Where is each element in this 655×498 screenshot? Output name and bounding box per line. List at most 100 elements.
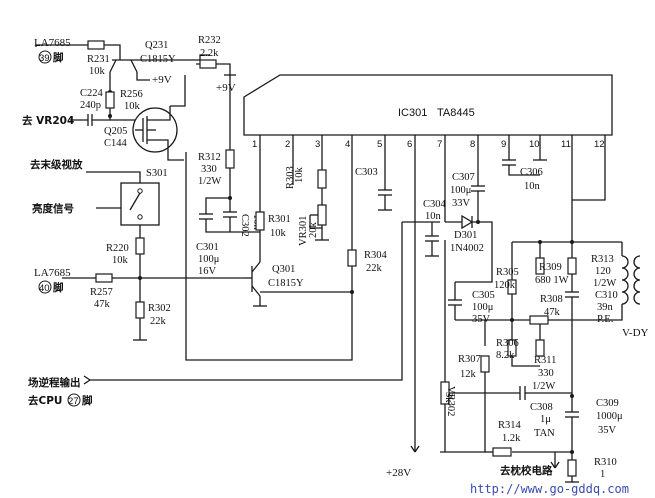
- r305-label: R305: [496, 267, 519, 278]
- r302-label: R302: [148, 303, 171, 314]
- r257: [95, 273, 113, 283]
- ic301-part: TA8445: [437, 107, 475, 119]
- r313: [567, 257, 577, 275]
- c303-label: C303: [355, 167, 378, 178]
- r303-value: 10k: [294, 167, 305, 184]
- la7685-pin39-label: LA7685 39 脚: [34, 37, 71, 64]
- to-pincushion-label: 去枕校电路: [500, 464, 553, 477]
- pin-8: 8: [470, 139, 475, 150]
- pin-2: 2: [285, 139, 290, 150]
- svg-text:脚: 脚: [53, 51, 64, 64]
- svg-text:C1815Y: C1815Y: [268, 278, 304, 289]
- vr301-label: VR301: [298, 216, 309, 246]
- c224-label: C224: [80, 88, 104, 99]
- d301-value: 1N4002: [450, 243, 484, 254]
- flyback-output-label: 场逆程输出: [28, 376, 81, 389]
- r220-value: 10k: [112, 255, 129, 266]
- c309-value: 1000μ: [596, 411, 623, 422]
- r256: [105, 91, 115, 109]
- c308-type: TAN: [534, 428, 555, 439]
- r308-value: 47k: [544, 307, 561, 318]
- r303: [317, 169, 327, 189]
- svg-text:27: 27: [68, 396, 79, 407]
- r314: [492, 447, 512, 457]
- r304-label: R304: [364, 250, 388, 261]
- svg-text:39: 39: [39, 53, 50, 64]
- vr301-value: 20k: [308, 222, 319, 239]
- c309-label: C309: [596, 398, 619, 409]
- r313-label: R313: [591, 254, 614, 265]
- r307: [480, 355, 490, 373]
- rail-9v-a: +9V: [152, 74, 172, 86]
- c308-value: 1μ: [540, 414, 551, 425]
- r314-label: R314: [498, 420, 522, 431]
- r220-label: R220: [106, 243, 129, 254]
- pin-5: 5: [377, 139, 382, 150]
- pin-11: 11: [561, 139, 571, 150]
- r309-value: 680 1W: [535, 275, 569, 286]
- r257-label: R257: [90, 287, 113, 298]
- d301-label: D301: [454, 230, 477, 241]
- r311: [535, 339, 545, 357]
- c306: [502, 159, 516, 166]
- svg-text:Q231: Q231: [145, 40, 168, 51]
- r313-power: 1/2W: [593, 278, 616, 289]
- c307-value: 100μ: [450, 185, 472, 196]
- vr301: [317, 204, 327, 226]
- c307-label: C307: [452, 172, 475, 183]
- r312-value: 330: [201, 164, 217, 175]
- pin-4: 4: [345, 139, 350, 150]
- c309: [565, 411, 579, 418]
- r232: [199, 59, 217, 69]
- to-cpu-label: 去CPU 27 脚: [28, 393, 93, 407]
- r308-label: R308: [540, 294, 563, 305]
- c308-label: C308: [530, 402, 553, 413]
- r231: [87, 40, 105, 50]
- final-video-label: 去末级视放: [30, 158, 83, 171]
- la7685-pin40-label: LA7685 40 脚: [34, 267, 71, 294]
- r312-label: R312: [198, 152, 221, 163]
- d301-diode: [461, 214, 474, 230]
- r307-label: R307: [458, 354, 481, 365]
- svg-text:40: 40: [39, 283, 50, 294]
- r232-label: R232: [198, 35, 221, 46]
- c305-label: C305: [472, 290, 495, 301]
- r310-label: R310: [594, 457, 617, 468]
- r220: [135, 237, 145, 255]
- c308: [519, 386, 526, 400]
- ic301-ref: IC301: [398, 107, 427, 119]
- c305: [448, 299, 462, 306]
- c306-label: C306: [520, 167, 543, 178]
- r309: [535, 257, 545, 275]
- r301-label: R301: [268, 214, 291, 225]
- ic-pins: 1 2 3 4 5 6 7 8 9 10 11 12: [252, 135, 606, 150]
- q205-transistor: Q205 C144: [104, 106, 178, 153]
- r309-label: R309: [539, 262, 562, 273]
- c303: [378, 189, 392, 196]
- r311-value: 330: [538, 368, 554, 379]
- c224-value: 240p: [80, 100, 101, 111]
- s301-label: S301: [146, 168, 168, 179]
- svg-text:LA7685: LA7685: [34, 267, 71, 279]
- r311-power: 1/2W: [532, 381, 555, 392]
- r304: [347, 249, 357, 267]
- r313-value: 120: [595, 266, 611, 277]
- watermark: http://www.go-gddq.com: [470, 482, 629, 496]
- r305-value: 120k: [494, 280, 516, 291]
- r304-value: 22k: [366, 263, 383, 274]
- svg-text:LA7685: LA7685: [34, 37, 71, 49]
- r306-value: 8.2k: [496, 350, 515, 361]
- r314-value: 1.2k: [502, 433, 521, 444]
- c301-value: 100μ: [198, 254, 220, 265]
- c301-label: C301: [196, 242, 219, 253]
- r311-label: R311: [534, 355, 556, 366]
- c309-voltage: 35V: [598, 425, 617, 436]
- c310-label: C310: [595, 290, 618, 301]
- pin-1: 1: [252, 139, 257, 150]
- r302: [135, 301, 145, 319]
- svg-text:Q205: Q205: [104, 126, 127, 137]
- c306-value: 10n: [524, 181, 541, 192]
- to-vr204-label: 去 VR204: [22, 114, 74, 127]
- rail-9v-b: +9V: [216, 82, 236, 94]
